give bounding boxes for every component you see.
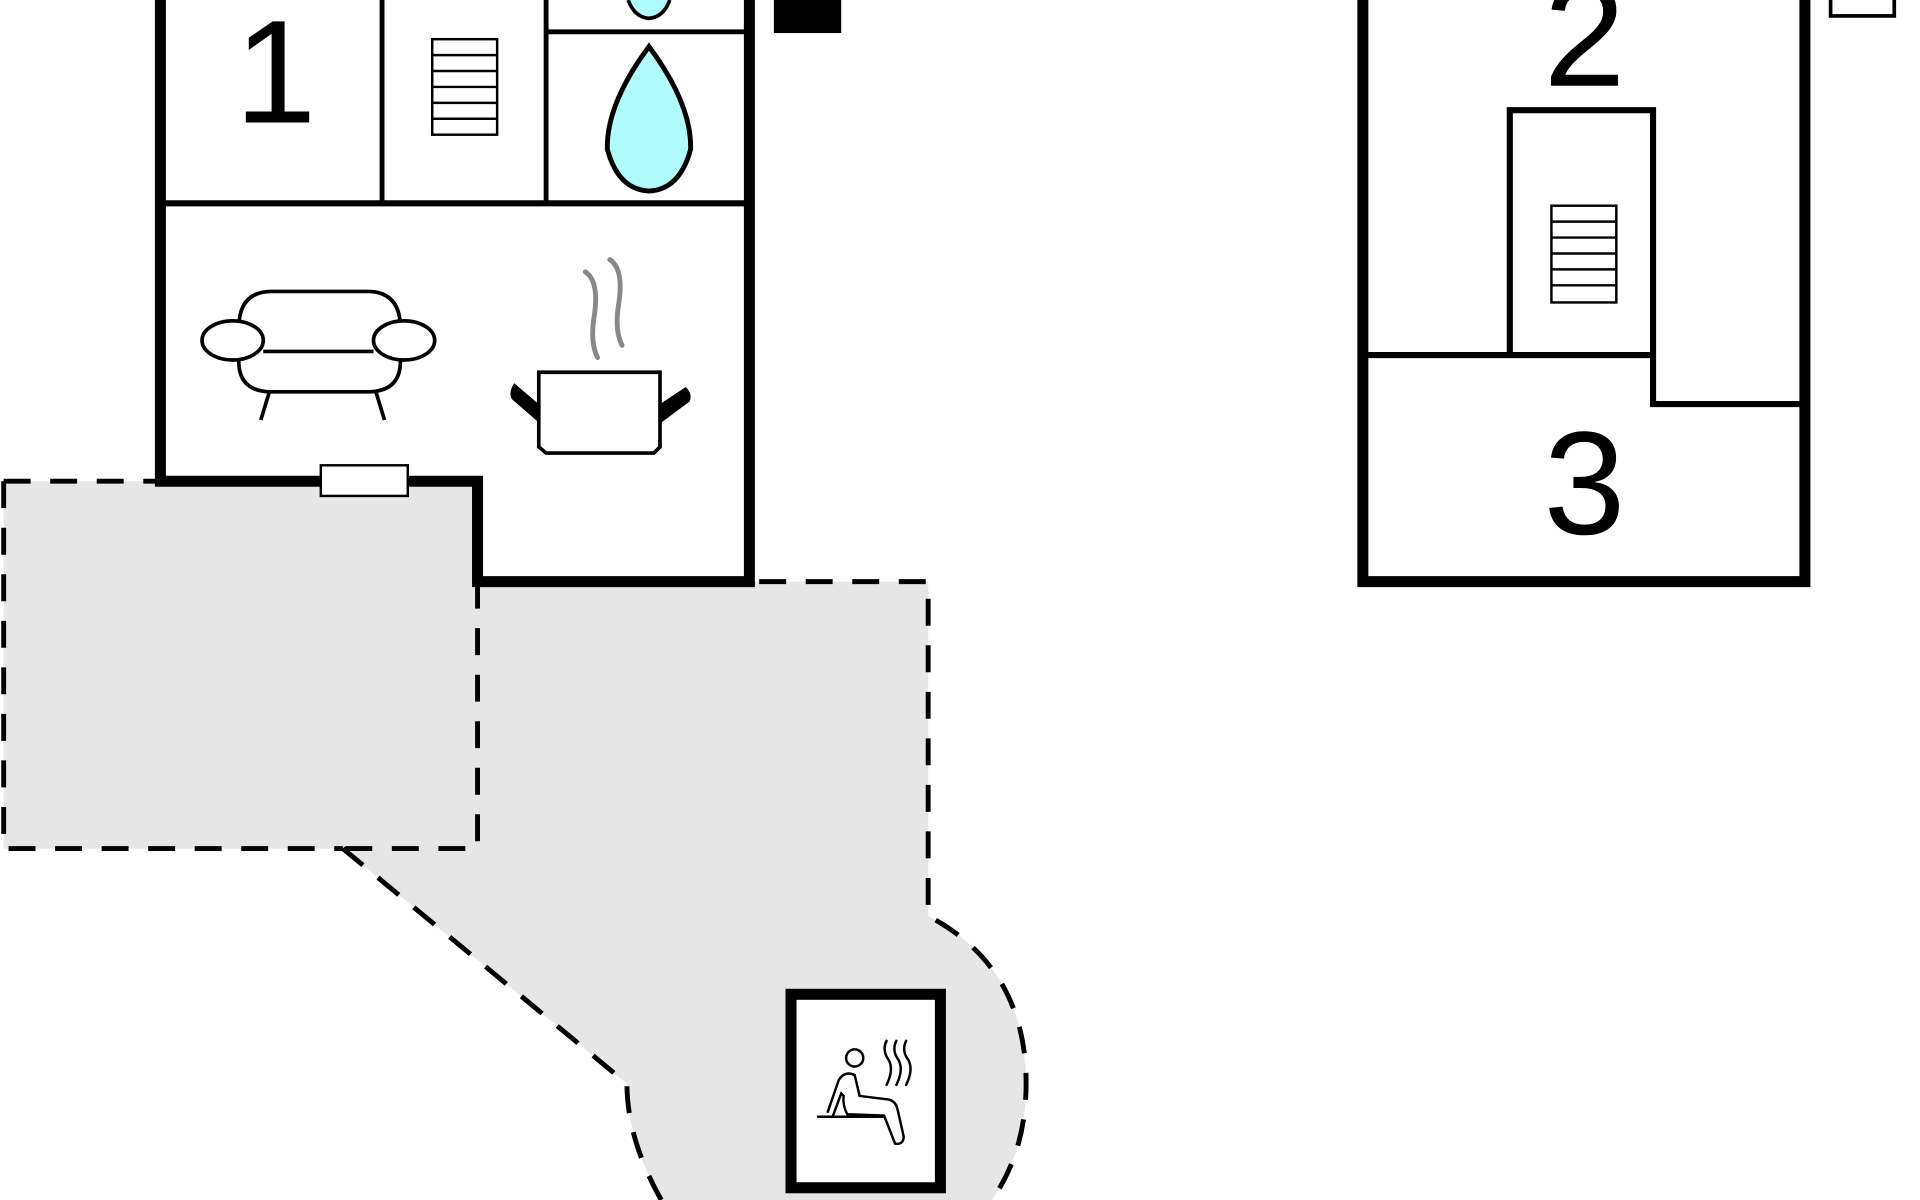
radiator-icon <box>431 37 499 136</box>
wall-stub <box>773 0 842 34</box>
room-label-2: 2 <box>1544 0 1626 118</box>
sofa-icon <box>200 289 437 421</box>
house-left <box>154 0 755 588</box>
radiator-icon <box>1550 204 1618 304</box>
window-icon <box>319 464 409 498</box>
terrace-area <box>1 477 1029 1200</box>
water-drop-icon <box>604 42 694 194</box>
sauna-icon <box>816 1039 912 1146</box>
sauna-room <box>785 988 946 1194</box>
cooking-pot-icon <box>510 257 691 455</box>
house-right <box>1357 0 1897 588</box>
water-drop-icon-partial <box>626 0 672 21</box>
room-label-3: 3 <box>1544 402 1626 566</box>
room-label-1: 1 <box>235 0 317 154</box>
